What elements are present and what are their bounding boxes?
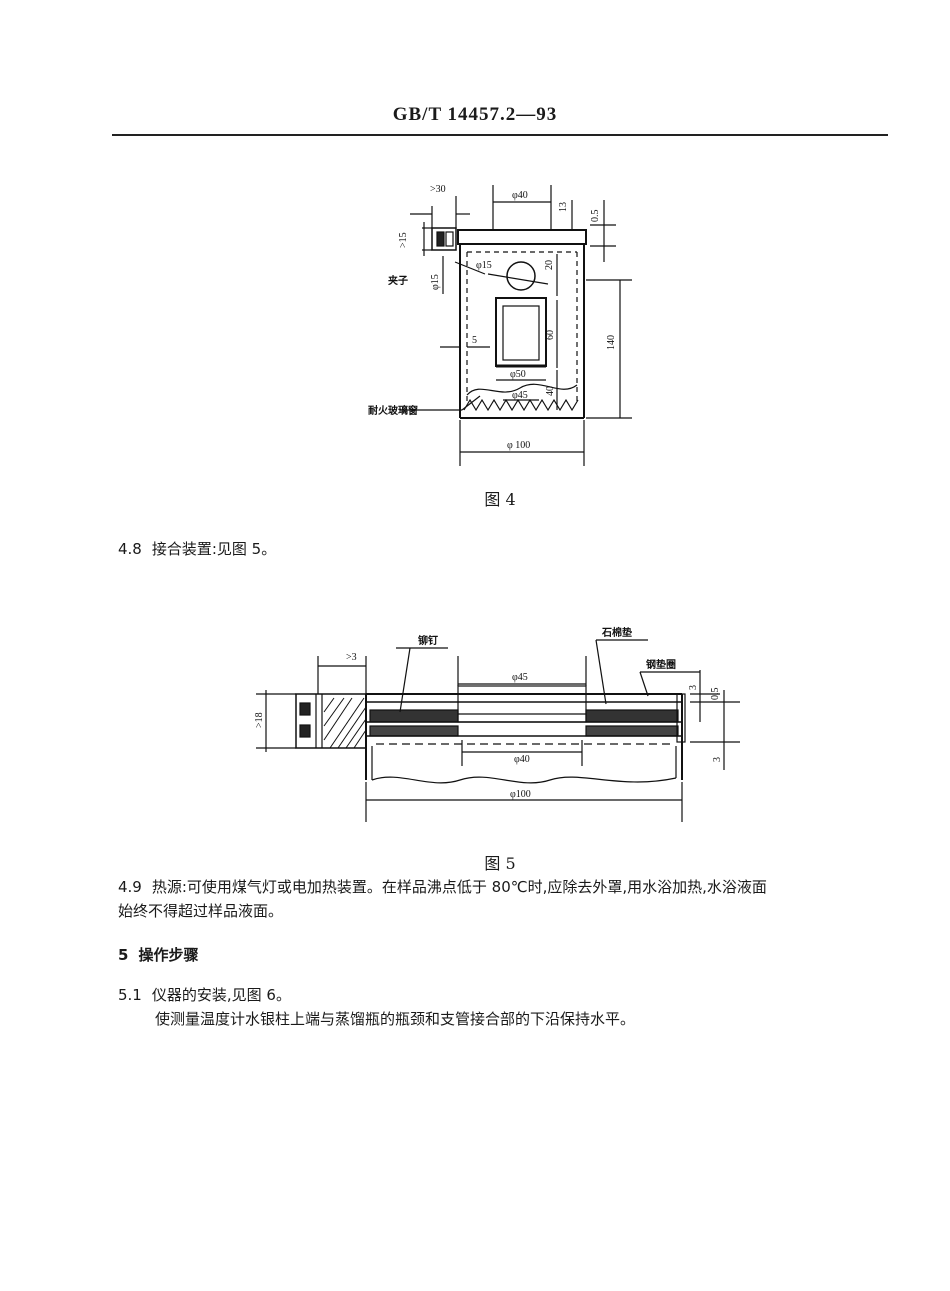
fig4-label-20: 20 (544, 260, 555, 270)
fig5-label-05: 0.5 (710, 688, 721, 701)
fig5-label-asbestos: 石棉垫 (601, 626, 632, 639)
section-4-9-line-1: 4.9 热源:可使用煤气灯或电加热装置。在样品沸点低于 80℃时,应除去外罩,用水… (118, 875, 898, 899)
fig5-label-phi100: φ100 (510, 789, 531, 800)
fig5-label-phi45: φ45 (512, 672, 528, 683)
fig4-label-40: 40 (545, 386, 556, 396)
fig5-label-rivet: 铆钉 (418, 634, 438, 647)
section-4-8-number: 4.8 (118, 540, 142, 558)
fig5-label-3-bot: 3 (712, 757, 723, 762)
section-5-1-number: 5.1 (118, 986, 142, 1004)
fig4-label-phi15-left: φ15 (430, 274, 441, 290)
section-5-1-paragraph: 使测量温度计水银柱上端与蒸馏瓶的瓶颈和支管接合部的下沿保持水平。 (155, 1010, 636, 1028)
fig4-label-140: 140 (606, 335, 617, 350)
fig4-label-phi45: φ45 (512, 390, 528, 401)
fig5-label-ge3: >3 (346, 652, 357, 663)
fig5-label-ge18: >18 (254, 712, 265, 728)
fig4-label-phi100: φ 100 (507, 440, 530, 451)
fig5-label-phi40: φ40 (514, 754, 530, 765)
section-5-1: 5.1 仪器的安装,见图 6。 使测量温度计水银柱上端与蒸馏瓶的瓶颈和支管接合部的… (118, 983, 635, 1031)
section-5-1-text: 仪器的安装,见图 6。 (151, 986, 291, 1004)
fig4-label-13: 13 (558, 202, 569, 212)
fig4-label-5: 5 (472, 335, 477, 346)
fig4-label-ge15: >15 (398, 232, 409, 248)
section-4-8-text: 接合装置:见图 5。 (151, 540, 277, 558)
section-4-9-text-1: 热源:可使用煤气灯或电加热装置。在样品沸点低于 80℃时,应除去外罩,用水浴加热… (151, 878, 767, 896)
fig4-label-05: 0.5 (590, 210, 601, 223)
figure-4-drawing: >30 φ40 13 0.5 >15 φ15 20 夹子 φ15 5 60 14… (368, 184, 632, 466)
fig4-label-60: 60 (545, 330, 556, 340)
section-5-number: 5 (118, 946, 129, 964)
section-4-8: 4.8 接合装置:见图 5。 (118, 537, 276, 561)
section-4-9: 4.9 热源:可使用煤气灯或电加热装置。在样品沸点低于 80℃时,应除去外罩,用水… (118, 875, 898, 923)
fig4-label-phi40: φ40 (512, 190, 528, 201)
fig5-label-3-top: 3 (688, 685, 699, 690)
figure-5-caption: 图 5 (484, 854, 516, 873)
figure-4-caption: 图 4 (484, 490, 516, 509)
section-4-9-number: 4.9 (118, 878, 142, 896)
header-rule (112, 134, 888, 136)
section-5-heading: 5 操作步骤 (118, 943, 198, 967)
section-4-9-line-2: 始终不得超过样品液面。 (118, 902, 284, 920)
fig4-label-window: 耐火玻璃窗 (368, 404, 418, 417)
figure-5-drawing: >3 铆钉 石棉垫 φ45 钢垫圈 3 0.5 >18 φ40 3 φ100 (254, 626, 740, 822)
fig4-label-phi50: φ50 (510, 369, 526, 380)
section-5-title: 操作步骤 (138, 946, 199, 964)
fig4-label-ge30: >30 (430, 184, 446, 195)
fig5-label-ring: 钢垫圈 (646, 658, 676, 671)
document-code-header: GB/T 14457.2—93 (392, 104, 558, 125)
fig4-label-clip: 夹子 (388, 274, 408, 287)
fig4-label-phi15-top: φ15 (476, 260, 492, 271)
